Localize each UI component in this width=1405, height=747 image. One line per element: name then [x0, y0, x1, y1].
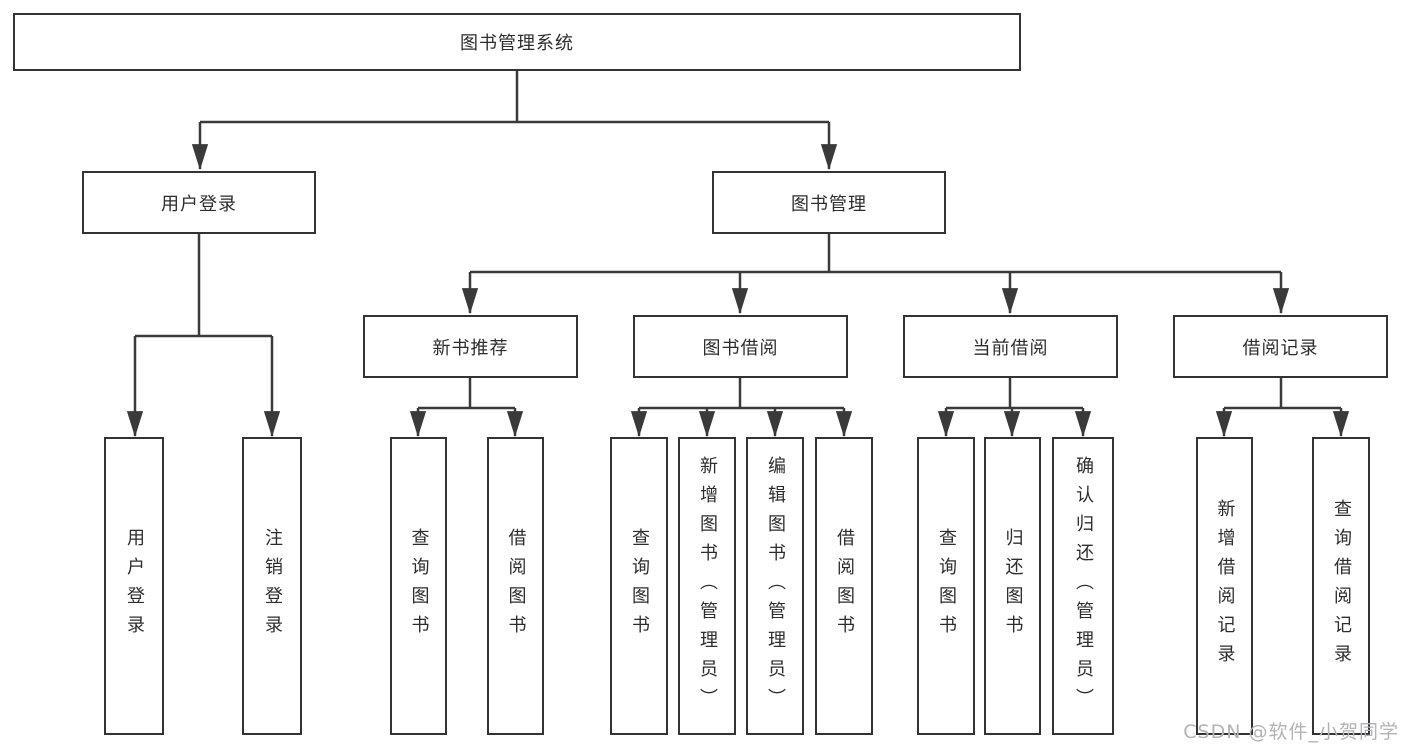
node-user-login-leaf: 用户登录: [104, 437, 164, 735]
node-add-books-admin: 新增图书（管理员）: [678, 437, 736, 735]
csdn-watermark: CSDN @软件_小贺同学: [1183, 721, 1399, 743]
node-confirm-return-admin: 确认归还（管理员）: [1052, 437, 1114, 735]
node-label: 新增图书（管理员）: [697, 455, 718, 717]
node-label: 用户登录: [161, 193, 237, 215]
node-label: 查询借阅记录: [1331, 499, 1352, 673]
node-label: 查询图书: [629, 528, 650, 644]
node-user-login-branch: 用户登录: [82, 171, 316, 234]
node-label: 确认归还（管理员）: [1073, 455, 1094, 717]
node-label: 图书管理: [791, 193, 867, 215]
node-label: 归还图书: [1002, 528, 1024, 644]
node-label: 借阅图书: [834, 528, 855, 644]
node-book-borrowing: 图书借阅: [633, 315, 848, 378]
node-edit-books-admin: 编辑图书（管理员）: [746, 437, 804, 735]
node-borrow-books-recommend: 借阅图书: [487, 437, 544, 735]
node-label: 新书推荐: [432, 337, 509, 359]
node-label: 新增借阅记录: [1214, 499, 1236, 673]
node-return-books: 归还图书: [984, 437, 1041, 735]
node-query-books-borrowing: 查询图书: [610, 437, 668, 735]
node-new-book-recommendation: 新书推荐: [363, 315, 578, 378]
arrow-connectors: [126, 122, 1350, 438]
node-borrow-books-leaf: 借阅图书: [815, 437, 873, 735]
node-label: 借阅图书: [505, 528, 527, 644]
node-label: 注销登录: [262, 528, 283, 644]
node-library-management-system: 图书管理系统: [13, 13, 1021, 71]
node-label: 用户登录: [124, 528, 145, 644]
node-current-borrowing: 当前借阅: [903, 315, 1118, 378]
node-label: 图书借阅: [702, 337, 779, 359]
node-label: 查询图书: [936, 528, 957, 644]
node-label: 编辑图书（管理员）: [765, 455, 786, 717]
node-query-books-recommend: 查询图书: [390, 437, 447, 735]
node-book-management-branch: 图书管理: [712, 171, 946, 234]
node-logout-leaf: 注销登录: [242, 437, 302, 735]
node-label: 图书管理系统: [460, 33, 574, 54]
node-borrowing-records: 借阅记录: [1173, 315, 1388, 378]
node-query-books-current: 查询图书: [917, 437, 975, 735]
node-label: 当前借阅: [972, 337, 1049, 359]
node-query-borrow-record: 查询借阅记录: [1312, 437, 1370, 735]
node-label: 借阅记录: [1242, 337, 1319, 359]
node-add-borrow-record: 新增借阅记录: [1196, 437, 1253, 735]
node-label: 查询图书: [408, 528, 430, 644]
